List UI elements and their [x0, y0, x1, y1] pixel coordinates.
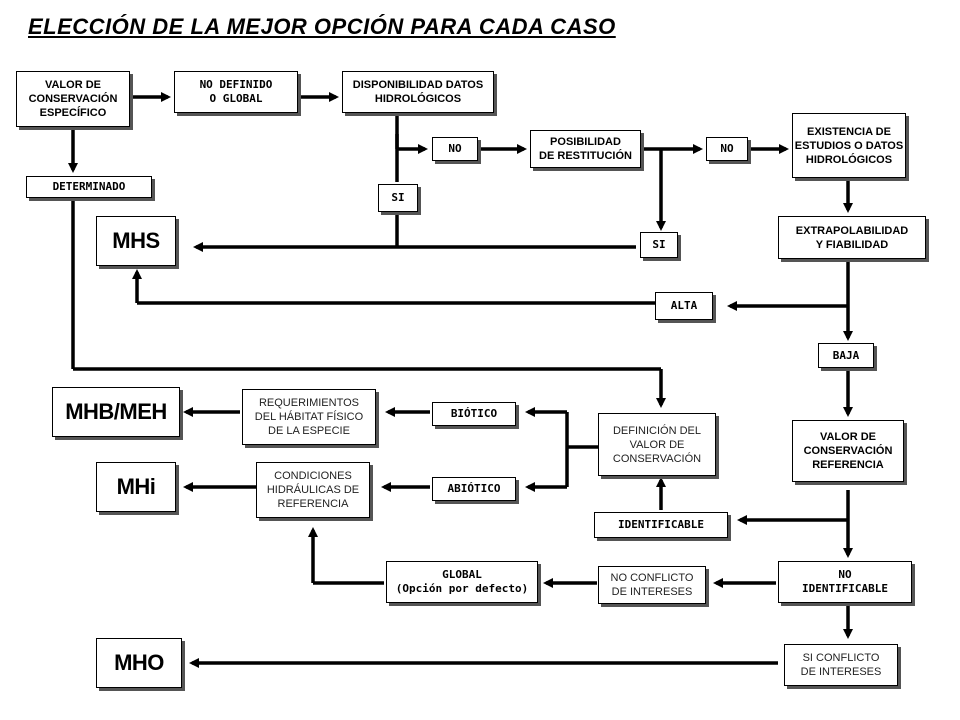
box-si-2: SI [640, 232, 678, 258]
box-si-1: SI [378, 184, 418, 212]
box-requerimientos: REQUERIMIENTOS DEL HÁBITAT FÍSICO DE LA … [242, 389, 376, 445]
box-no-2: NO [706, 137, 748, 161]
box-mho: MHO [96, 638, 182, 688]
box-posibilidad: POSIBILIDAD DE RESTITUCIÓN [530, 130, 641, 168]
box-valor-referencia: VALOR DE CONSERVACIÓN REFERENCIA [792, 420, 904, 482]
box-valor-especifico: VALOR DE CONSERVACIÓN ESPECÍFICO [16, 71, 130, 127]
box-global: GLOBAL (Opción por defecto) [386, 561, 538, 603]
box-mhi: MHi [96, 462, 176, 512]
box-no-identificable: NO IDENTIFICABLE [778, 561, 912, 603]
box-mhs: MHS [96, 216, 176, 266]
box-no-definido: NO DEFINIDO O GLOBAL [174, 71, 298, 113]
box-definicion: DEFINICIÓN DEL VALOR DE CONSERVACIÓN [598, 413, 716, 476]
box-biotico: BIÓTICO [432, 402, 516, 426]
box-determinado: DETERMINADO [26, 176, 152, 198]
box-extrapolabilidad: EXTRAPOLABILIDAD Y FIABILIDAD [778, 216, 926, 259]
box-mhb-meh: MHB/MEH [52, 387, 180, 437]
box-condiciones: CONDICIONES HIDRÁULICAS DE REFERENCIA [256, 462, 370, 518]
box-identificable: IDENTIFICABLE [594, 512, 728, 538]
box-alta: ALTA [655, 292, 713, 320]
box-no-conflicto: NO CONFLICTO DE INTERESES [598, 566, 706, 604]
box-baja: BAJA [818, 343, 874, 368]
page-title: ELECCIÓN DE LA MEJOR OPCIÓN PARA CADA CA… [28, 14, 616, 39]
box-disponibilidad: DISPONIBILIDAD DATOS HIDROLÓGICOS [342, 71, 494, 113]
box-existencia: EXISTENCIA DE ESTUDIOS O DATOS HIDROLÓGI… [792, 113, 906, 178]
box-abiotico: ABIÓTICO [432, 477, 516, 501]
box-si-conflicto: SI CONFLICTO DE INTERESES [784, 644, 898, 686]
box-no-1: NO [432, 137, 478, 161]
